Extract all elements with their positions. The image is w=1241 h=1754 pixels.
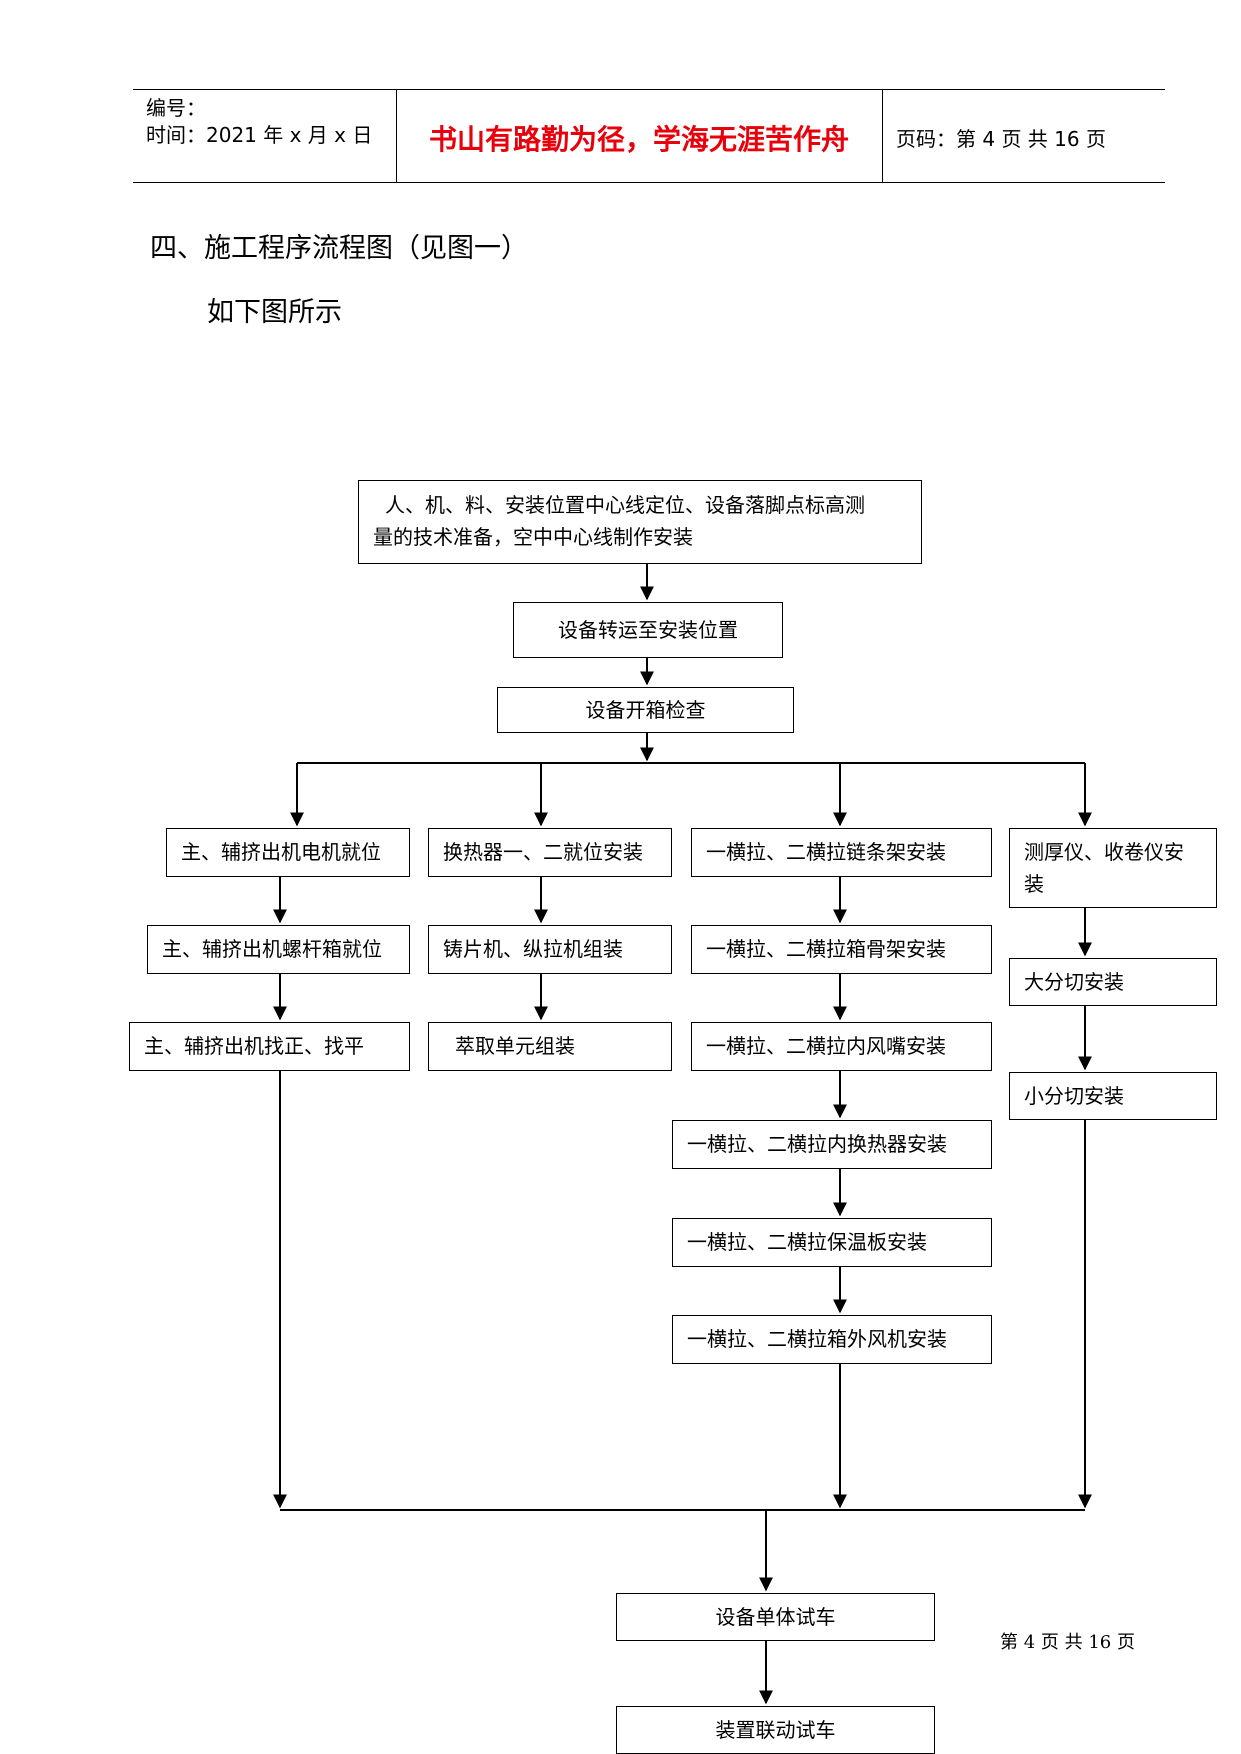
col3-step-outer-fan: 一横拉、二横拉箱外风机安装	[672, 1315, 992, 1364]
header-time-label: 时间：2021 年 x 月 x 日	[146, 123, 373, 147]
col2-step-extraction: 萃取单元组装	[428, 1022, 672, 1071]
footer-page-number: 第 4 页 共 16 页	[1000, 1632, 1135, 1653]
flow-step-joint-test-run: 装置联动试车	[616, 1706, 935, 1754]
col4-step-thickness-winder-line2: 装	[1024, 872, 1044, 896]
flow-step-preparation-line1: 人、机、料、安装位置中心线定位、设备落脚点标高测	[385, 493, 865, 517]
col3-step-inner-heat-exchanger: 一横拉、二横拉内换热器安装	[672, 1120, 992, 1169]
col3-step-inner-nozzle: 一横拉、二横拉内风嘴安装	[691, 1022, 992, 1071]
header-divider-right	[882, 89, 883, 182]
header-number-label: 编号：	[146, 96, 206, 120]
col1-step-motor: 主、辅挤出机电机就位	[166, 828, 410, 877]
col4-step-large-slitter: 大分切安装	[1009, 958, 1217, 1006]
flow-step-preparation: 人、机、料、安装位置中心线定位、设备落脚点标高测 量的技术准备，空中中心线制作安…	[358, 480, 922, 564]
header-page-label: 页码：第 4 页 共 16 页	[896, 127, 1106, 151]
col3-step-insulation-panel: 一横拉、二横拉保温板安装	[672, 1218, 992, 1267]
section-title: 四、施工程序流程图（见图一）	[150, 233, 528, 264]
flow-step-transport: 设备转运至安装位置	[513, 602, 783, 658]
header-divider-left	[396, 89, 397, 182]
flow-step-unpack-inspect: 设备开箱检查	[497, 687, 794, 733]
col1-step-align-level: 主、辅挤出机找正、找平	[129, 1022, 410, 1071]
section-subtitle: 如下图所示	[207, 297, 342, 328]
col2-step-heat-exchanger: 换热器一、二就位安装	[428, 828, 672, 877]
header-top-rule	[133, 89, 1165, 90]
header-motto: 书山有路勤为径，学海无涯苦作舟	[428, 123, 849, 156]
col4-step-small-slitter: 小分切安装	[1009, 1072, 1217, 1120]
col3-step-box-skeleton: 一横拉、二横拉箱骨架安装	[691, 925, 992, 974]
col3-step-chain-frame: 一横拉、二横拉链条架安装	[691, 828, 992, 877]
flow-step-preparation-line2: 量的技术准备，空中中心线制作安装	[373, 525, 693, 549]
header-bottom-rule	[133, 182, 1165, 183]
flow-step-single-test-run: 设备单体试车	[616, 1593, 935, 1641]
col1-step-screw-box: 主、辅挤出机螺杆箱就位	[147, 925, 410, 974]
col2-step-casting-mdo: 铸片机、纵拉机组装	[428, 925, 672, 974]
col4-step-thickness-winder: 测厚仪、收卷仪安 装	[1009, 828, 1217, 908]
col4-step-thickness-winder-line1: 测厚仪、收卷仪安	[1024, 840, 1184, 864]
